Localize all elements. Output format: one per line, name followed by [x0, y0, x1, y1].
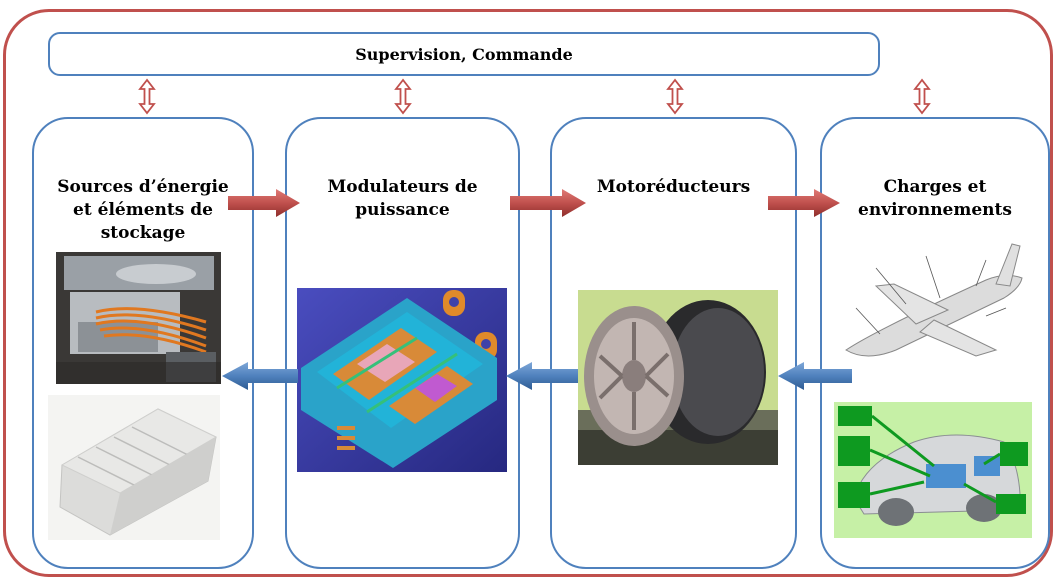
- column-charges-title-line1: Charges et: [883, 177, 987, 197]
- car-diagram-image: [834, 402, 1032, 538]
- column-modulateurs-title-line2: puissance: [355, 200, 450, 220]
- column-sources-title-line1: Sources d’énergie: [57, 177, 229, 197]
- column-charges-title-line2: environnements: [858, 200, 1012, 220]
- power-module-image: [297, 288, 507, 472]
- column-motoreducteurs-title-line1: Motoréducteurs: [596, 177, 751, 197]
- supervision-box: Supervision, Commande: [48, 32, 880, 76]
- airplane-image: [836, 238, 1036, 373]
- supervision-title: Supervision, Commande: [355, 44, 573, 64]
- column-charges-title: Charges et environnements: [822, 176, 1048, 222]
- column-motoreducteurs-title: Motoréducteurs: [552, 176, 795, 199]
- column-sources-title-line3: stockage: [100, 223, 186, 243]
- column-modulateurs-title: Modulateurs de puissance: [287, 176, 518, 222]
- column-sources-title: Sources d’énergie et éléments de stockag…: [34, 176, 252, 245]
- battery-pack-image: [48, 395, 220, 540]
- fuel-cell-image: [56, 252, 221, 384]
- outer-frame: [3, 9, 1053, 577]
- column-modulateurs-title-line1: Modulateurs de: [327, 177, 478, 197]
- motor-image: [578, 290, 778, 465]
- column-sources-title-line2: et éléments de: [73, 200, 213, 220]
